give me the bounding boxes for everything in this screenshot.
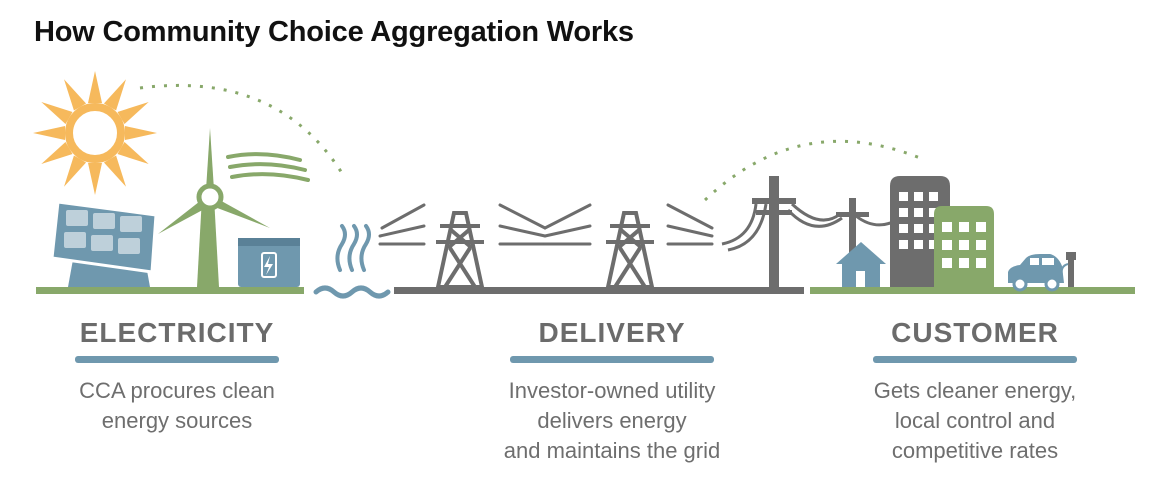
page-title: How Community Choice Aggregation Works: [34, 16, 634, 48]
transmission-lines: [378, 203, 714, 246]
geothermal-icon: [335, 224, 371, 272]
section-divider: [75, 356, 279, 363]
water-icon: [313, 285, 391, 299]
section-divider: [873, 356, 1077, 363]
section-heading: ELECTRICITY: [79, 317, 275, 348]
ground-customer: [810, 287, 1135, 294]
section-customer: CUSTOMER Gets cleaner energy, local cont…: [825, 316, 1125, 466]
cca-illustration: [33, 71, 1135, 299]
section-delivery: DELIVERY Investor-owned utility delivers…: [462, 316, 762, 466]
section-heading: DELIVERY: [538, 317, 686, 348]
apartment-building-icon: [934, 206, 994, 287]
section-divider: [510, 356, 714, 363]
solar-panel-icon: [50, 200, 158, 287]
transmission-tower-icon: [435, 211, 655, 289]
ground-delivery: [394, 287, 804, 294]
section-description: Gets cleaner energy, local control and c…: [873, 378, 1077, 463]
section-description: CCA procures clean energy sources: [79, 378, 275, 433]
wind-icon: [226, 152, 310, 182]
power-lines: [721, 202, 894, 252]
section-heading: CUSTOMER: [891, 317, 1059, 348]
charging-station-icon: [1060, 252, 1076, 287]
ground-electricity: [36, 287, 304, 294]
house-icon: [836, 242, 886, 287]
battery-icon: [238, 238, 300, 287]
section-electricity: ELECTRICITY CCA procures clean energy so…: [27, 316, 327, 436]
sun-icon: [33, 71, 157, 195]
utility-pole-icon: [752, 176, 869, 287]
wind-turbine-icon: [158, 128, 270, 287]
section-description: Investor-owned utility delivers energy a…: [503, 378, 721, 463]
electric-car-icon: [1008, 254, 1064, 292]
signal-arc-right: [703, 139, 921, 202]
